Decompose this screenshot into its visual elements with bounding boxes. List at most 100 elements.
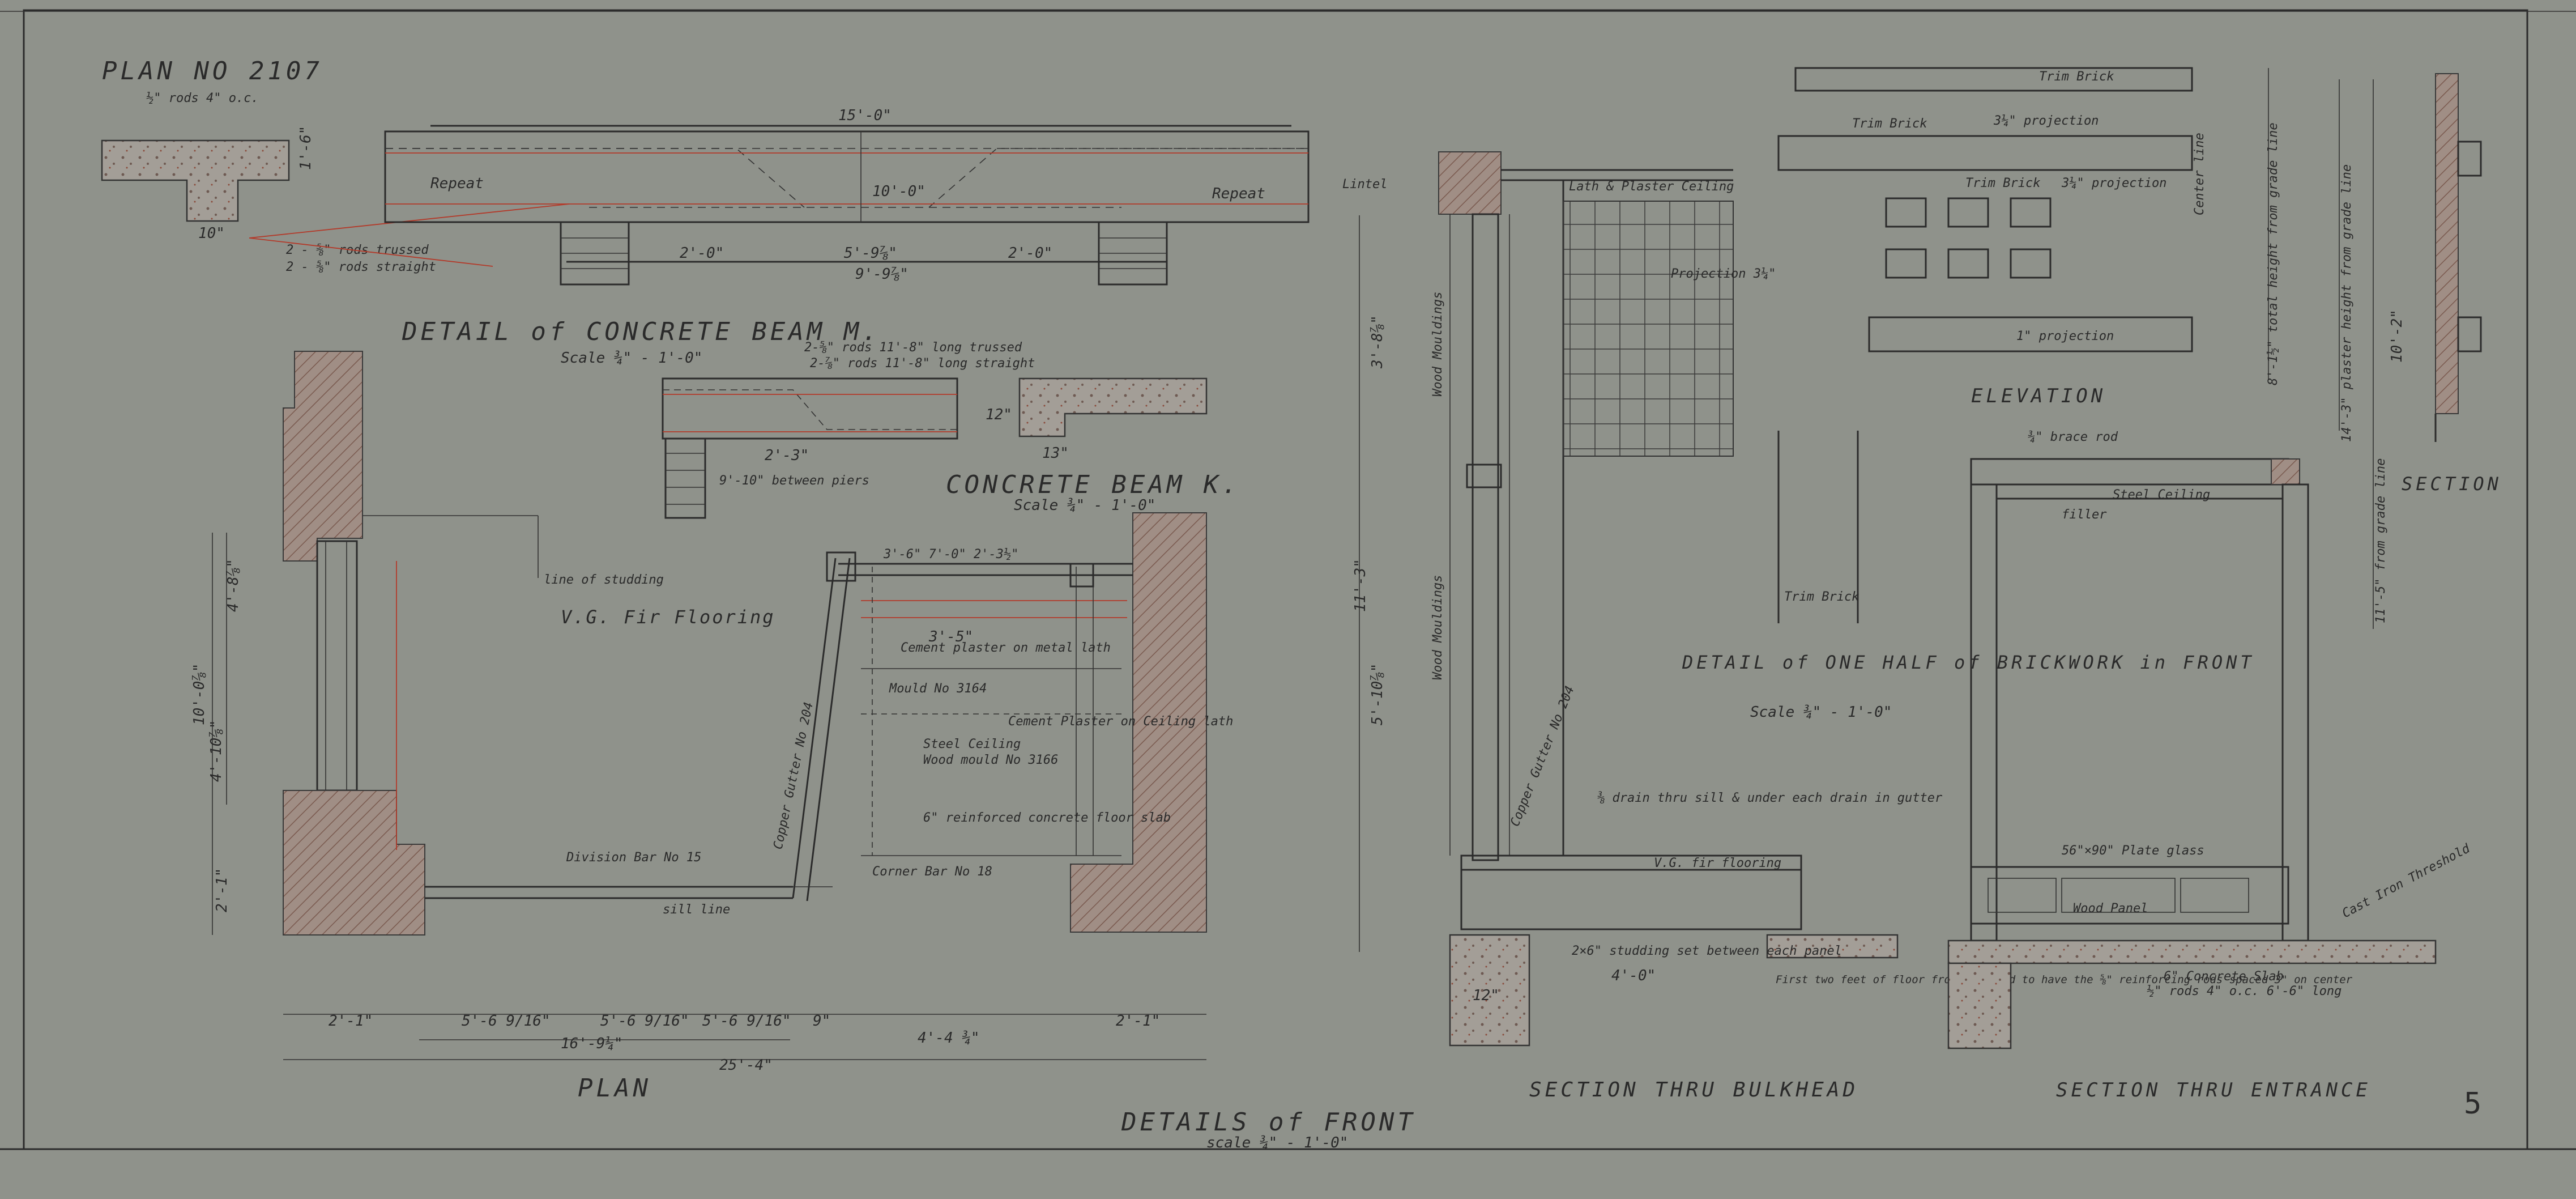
bulkhead-title: SECTION THRU BULKHEAD bbox=[1529, 1078, 1858, 1102]
bulkhead-lath-plaster: Lath & Plaster Ceiling bbox=[1569, 180, 1734, 194]
section-dim: 10'-2" bbox=[2389, 309, 2406, 363]
brick-trim-2: Trim Brick bbox=[1852, 117, 1927, 131]
page-number: 5 bbox=[2464, 1087, 2481, 1121]
bulkhead-section: Lintel Lath & Plaster Ceiling Projection… bbox=[1342, 151, 2353, 1102]
brickwork-title: DETAIL of ONE HALF of BRICKWORK in FRONT bbox=[1682, 652, 2255, 673]
plan-dim-0: 2'-1" bbox=[329, 1013, 373, 1030]
bulkhead-dim-40: 4'-0" bbox=[1611, 967, 1656, 984]
entrance-wood-panel: Wood Panel bbox=[2073, 902, 2148, 916]
brick-proj-2: 3¼" projection bbox=[2061, 176, 2166, 190]
entrance-plate-glass: 56"×90" Plate glass bbox=[2062, 844, 2204, 858]
plan-view: line of studding V.G. Fir Flooring 3'-6"… bbox=[191, 351, 1233, 1103]
plan-dim-6: 2'-1" bbox=[1116, 1013, 1160, 1030]
bulkhead-projection: Projection 3¼" bbox=[1671, 267, 1776, 281]
plan-concrete-slab: 6" reinforced concrete floor slab bbox=[923, 811, 1171, 825]
brickwork-scale: Scale ¾" - 1'-0" bbox=[1750, 704, 1892, 721]
plan-dim-mid: 16'-9¼" bbox=[561, 1035, 623, 1052]
bulkhead-studding: 2×6" studding set between each panel bbox=[1572, 944, 1842, 958]
brick-center-line: Center line bbox=[2193, 133, 2207, 215]
entrance-title: SECTION THRU ENTRANCE bbox=[2056, 1079, 2371, 1102]
plan-number: PLAN NO 2107 bbox=[102, 57, 323, 86]
beam-m-dim-right: 2'-0" bbox=[1008, 245, 1052, 262]
beam-k-rods-trussed: 2-⅝" rods 11'-8" long trussed bbox=[804, 341, 1022, 355]
plan-mold: Mould No 3164 bbox=[889, 682, 987, 696]
beam-k-dim-left: 2'-3" bbox=[765, 447, 809, 464]
plan-vert-dim-1: 4'-10⅞" bbox=[208, 720, 225, 782]
beam-m-dim-10: 10" bbox=[198, 225, 225, 242]
plan-steel-ceiling: Steel Ceiling bbox=[923, 737, 1021, 751]
sheet-title: DETAILS of FRONT bbox=[1121, 1108, 1416, 1137]
section-title: SECTION bbox=[2402, 473, 2502, 495]
beam-m-title: DETAIL of CONCRETE BEAM M. bbox=[402, 317, 881, 346]
brick-trim-1: Trim Brick bbox=[2039, 70, 2114, 84]
brick-trim-3: Trim Brick bbox=[1965, 176, 2040, 190]
plan-dim-35: 3'-5" bbox=[928, 628, 973, 645]
plan-dim-top: 3'-6" 7'-0" 2'-3½" bbox=[883, 547, 1018, 562]
sheet-title-scale: scale ¾" - 1'-0" bbox=[1206, 1134, 1348, 1151]
beam-m-rods-note: ½" rods 4" o.c. bbox=[146, 91, 259, 105]
plan-vert-dim-0: 10'-0⅞" bbox=[191, 663, 208, 725]
beam-k-width: 13" bbox=[1042, 445, 1069, 462]
beam-m-span: 15'-0" bbox=[838, 107, 892, 124]
bulkhead-floor-note: First two feet of floor from bulkhead to… bbox=[1776, 973, 2353, 986]
beam-k-scale: Scale ¾" - 1'-0" bbox=[1014, 497, 1155, 514]
brick-proj-1: 3¼" projection bbox=[1993, 114, 2099, 128]
bulkhead-flooring: V.G. fir flooring bbox=[1654, 856, 1781, 870]
plan-cement-plaster-ceiling: Cement Plaster on Ceiling lath bbox=[1008, 715, 1233, 729]
section-total-height: 8'-1½" total height from grade line bbox=[2266, 122, 2280, 385]
beam-k-title: CONCRETE BEAM K. bbox=[946, 470, 1240, 499]
bulkhead-dim-12: 12" bbox=[1473, 987, 1499, 1004]
beam-k-depth: 12" bbox=[986, 406, 1012, 423]
beam-m-dim-left: 2'-0" bbox=[680, 245, 724, 262]
brick-elevation: ELEVATION bbox=[1971, 385, 2106, 407]
plan-sill-line: sill line bbox=[663, 903, 730, 917]
section-grade-height: 11'-5" from grade line bbox=[2374, 458, 2388, 623]
beam-m-depth-small: 1'-6" bbox=[297, 126, 314, 170]
beam-m-detail: ½" rods 4" o.c. 1'-6" 10" 2 - ⅝" rods tr… bbox=[101, 91, 1310, 367]
entrance-section: ¾" brace rod Steel Ceiling filler 56"×90… bbox=[1947, 430, 2473, 1102]
beam-m-repeat-left: Repeat bbox=[430, 175, 484, 192]
beam-m-dim-center: 5'-9⅞" bbox=[844, 245, 897, 262]
plan-dim-total: 25'-4" bbox=[719, 1057, 773, 1074]
beam-k-rods-straight: 2-⅞" rods 11'-8" long straight bbox=[810, 356, 1035, 371]
plan-dim-4: 9" bbox=[813, 1013, 830, 1030]
plan-cement-plaster: Cement plaster on metal lath bbox=[901, 641, 1111, 655]
right-section: 8'-1½" total height from grade line 14'-… bbox=[2266, 68, 2502, 629]
entrance-filler: filler bbox=[2062, 508, 2107, 522]
plan-vert-dim-3: 2'-1" bbox=[214, 868, 231, 912]
plan-division-bar: Division Bar No 15 bbox=[566, 851, 701, 865]
beam-m-dim-total: 9'-9⅞" bbox=[855, 266, 909, 283]
bulkhead-vert-dim-2: 5'-10⅞" bbox=[1369, 663, 1386, 725]
bulkhead-wood-mouldings-1: Wood Mouldings bbox=[1431, 292, 1445, 397]
bulkhead-drain-note: ⅜ drain thru sill & under each drain in … bbox=[1597, 791, 1943, 805]
entrance-rods: ½" rods 4" o.c. 6'-6" long bbox=[2147, 984, 2342, 998]
beam-k-dim-between: 9'-10" between piers bbox=[719, 474, 869, 488]
beam-m-scale: Scale ¾" - 1'-0" bbox=[561, 350, 702, 367]
plan-corner-bar: Corner Bar No 18 bbox=[872, 865, 992, 879]
plan-title: PLAN bbox=[578, 1074, 651, 1103]
plan-dim-1: 5'-6 9/16" bbox=[462, 1013, 551, 1030]
bulkhead-lintel: Lintel bbox=[1342, 177, 1387, 192]
plan-dim-3: 5'-6 9/16" bbox=[702, 1013, 791, 1030]
beam-m-rods-straight: 2 - ⅝" rods straight bbox=[286, 260, 436, 274]
beam-m-repeat-right: Repeat bbox=[1212, 185, 1265, 202]
plan-flooring: V.G. Fir Flooring bbox=[561, 606, 775, 628]
brickwork-detail: Trim Brick Trim Brick 3¼" projection Tri… bbox=[1682, 67, 2255, 721]
bulkhead-vert-dim-1: 11'-3" bbox=[1352, 559, 1369, 612]
beam-m-inner-span: 10'-0" bbox=[872, 183, 926, 200]
brick-proj-3: 1" projection bbox=[2016, 329, 2114, 343]
brick-trim-4: Trim Brick bbox=[1784, 590, 1859, 604]
plan-line-of-studding: line of studding bbox=[544, 573, 664, 587]
bulkhead-wood-mouldings-2: Wood Mouldings bbox=[1431, 575, 1445, 680]
plan-dim-5: 4'-4 ¾" bbox=[918, 1030, 980, 1047]
section-plaster-height: 14'-3" plaster height from grade line bbox=[2340, 164, 2354, 442]
plan-vert-dim-2: 4'-8⅞" bbox=[225, 559, 242, 612]
plan-wood-mould: Wood mould No 3166 bbox=[923, 753, 1058, 767]
beam-k-detail: 2-⅝" rods 11'-8" long trussed 2-⅞" rods … bbox=[662, 341, 1240, 519]
entrance-concrete-slab: 6" Concrete Slab bbox=[2164, 970, 2284, 984]
entrance-brace-rod: ¾" brace rod bbox=[2028, 430, 2118, 444]
bulkhead-vert-dim-0: 3'-8⅞" bbox=[1369, 315, 1386, 369]
plan-dim-2: 5'-6 9/16" bbox=[600, 1013, 689, 1030]
